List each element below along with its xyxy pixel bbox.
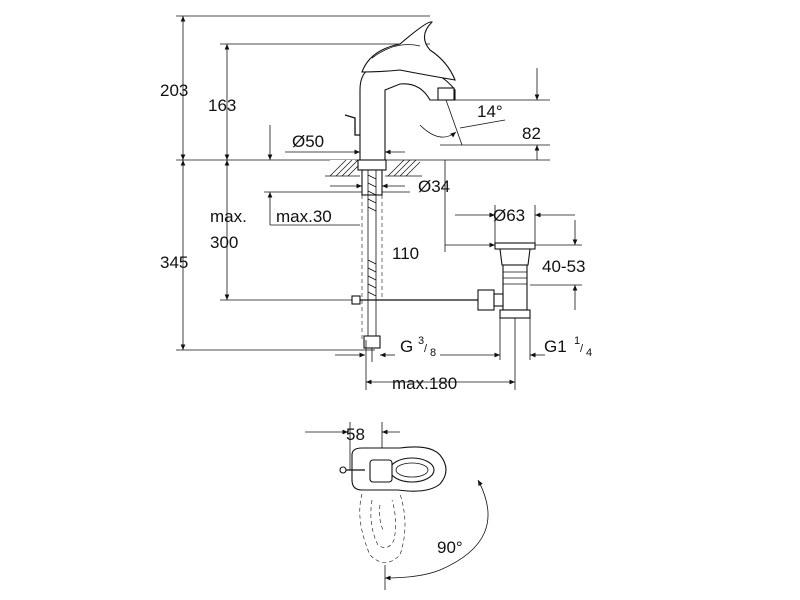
linkage-clip bbox=[351, 295, 361, 305]
label-203: 203 bbox=[160, 81, 188, 100]
deck-hatch-left bbox=[325, 159, 361, 177]
faucet-body bbox=[359, 65, 456, 161]
label-g114-prefix: G1 bbox=[544, 337, 567, 356]
top-popup-knob bbox=[339, 466, 347, 474]
label-g114-num: 1 bbox=[574, 335, 580, 347]
label-max30: max.30 bbox=[276, 207, 332, 226]
threaded-rod bbox=[367, 170, 377, 340]
label-g114: G1 1 / 4 bbox=[544, 335, 592, 359]
label-58: 58 bbox=[346, 425, 365, 444]
top-lever-inner bbox=[395, 462, 429, 478]
label-diameter-63: Ø63 bbox=[493, 206, 525, 225]
label-diameter-34: Ø34 bbox=[418, 177, 450, 196]
label-max: max. bbox=[210, 207, 247, 226]
lever-detail bbox=[371, 44, 421, 59]
shank-nut bbox=[361, 169, 383, 196]
angle-arc bbox=[419, 124, 457, 138]
label-110: 110 bbox=[392, 244, 419, 263]
label-max180: max.180 bbox=[392, 374, 457, 393]
top-knob bbox=[369, 459, 393, 483]
label-90-degrees: 90° bbox=[437, 538, 463, 557]
label-163: 163 bbox=[208, 96, 236, 115]
rotation-arc bbox=[384, 479, 489, 581]
label-40-53: 40-53 bbox=[542, 257, 585, 276]
label-g38-slash: / bbox=[424, 343, 428, 355]
rotated-lever-detail bbox=[379, 504, 385, 533]
rotated-lever-inner bbox=[370, 499, 396, 548]
angle-line bbox=[445, 99, 463, 146]
label-14-degrees: 14° bbox=[477, 102, 503, 121]
label-345: 345 bbox=[160, 253, 188, 272]
label-g38-den: 8 bbox=[430, 347, 436, 359]
top-lever bbox=[389, 457, 435, 483]
lever-handle bbox=[361, 21, 456, 81]
deck-hatch-right bbox=[385, 159, 422, 177]
label-300: 300 bbox=[210, 233, 238, 252]
waste-assembly bbox=[477, 242, 536, 319]
spout-aerator bbox=[437, 87, 455, 101]
label-g38: G 3 / 8 bbox=[400, 335, 436, 359]
angle-leader bbox=[459, 119, 506, 129]
label-diameter-50: Ø50 bbox=[292, 132, 324, 151]
side-view: 203 163 14° 82 Ø50 Ø34 max. max.30 300 3… bbox=[160, 15, 592, 393]
label-82: 82 bbox=[522, 124, 541, 143]
shank-top bbox=[357, 159, 387, 171]
label-g114-slash: / bbox=[580, 343, 584, 355]
top-view: 58 90° bbox=[305, 422, 489, 590]
label-g38-prefix: G bbox=[400, 337, 413, 356]
popup-rod bbox=[344, 114, 360, 136]
label-g38-num: 3 bbox=[418, 335, 424, 347]
label-g114-den: 4 bbox=[586, 347, 592, 359]
